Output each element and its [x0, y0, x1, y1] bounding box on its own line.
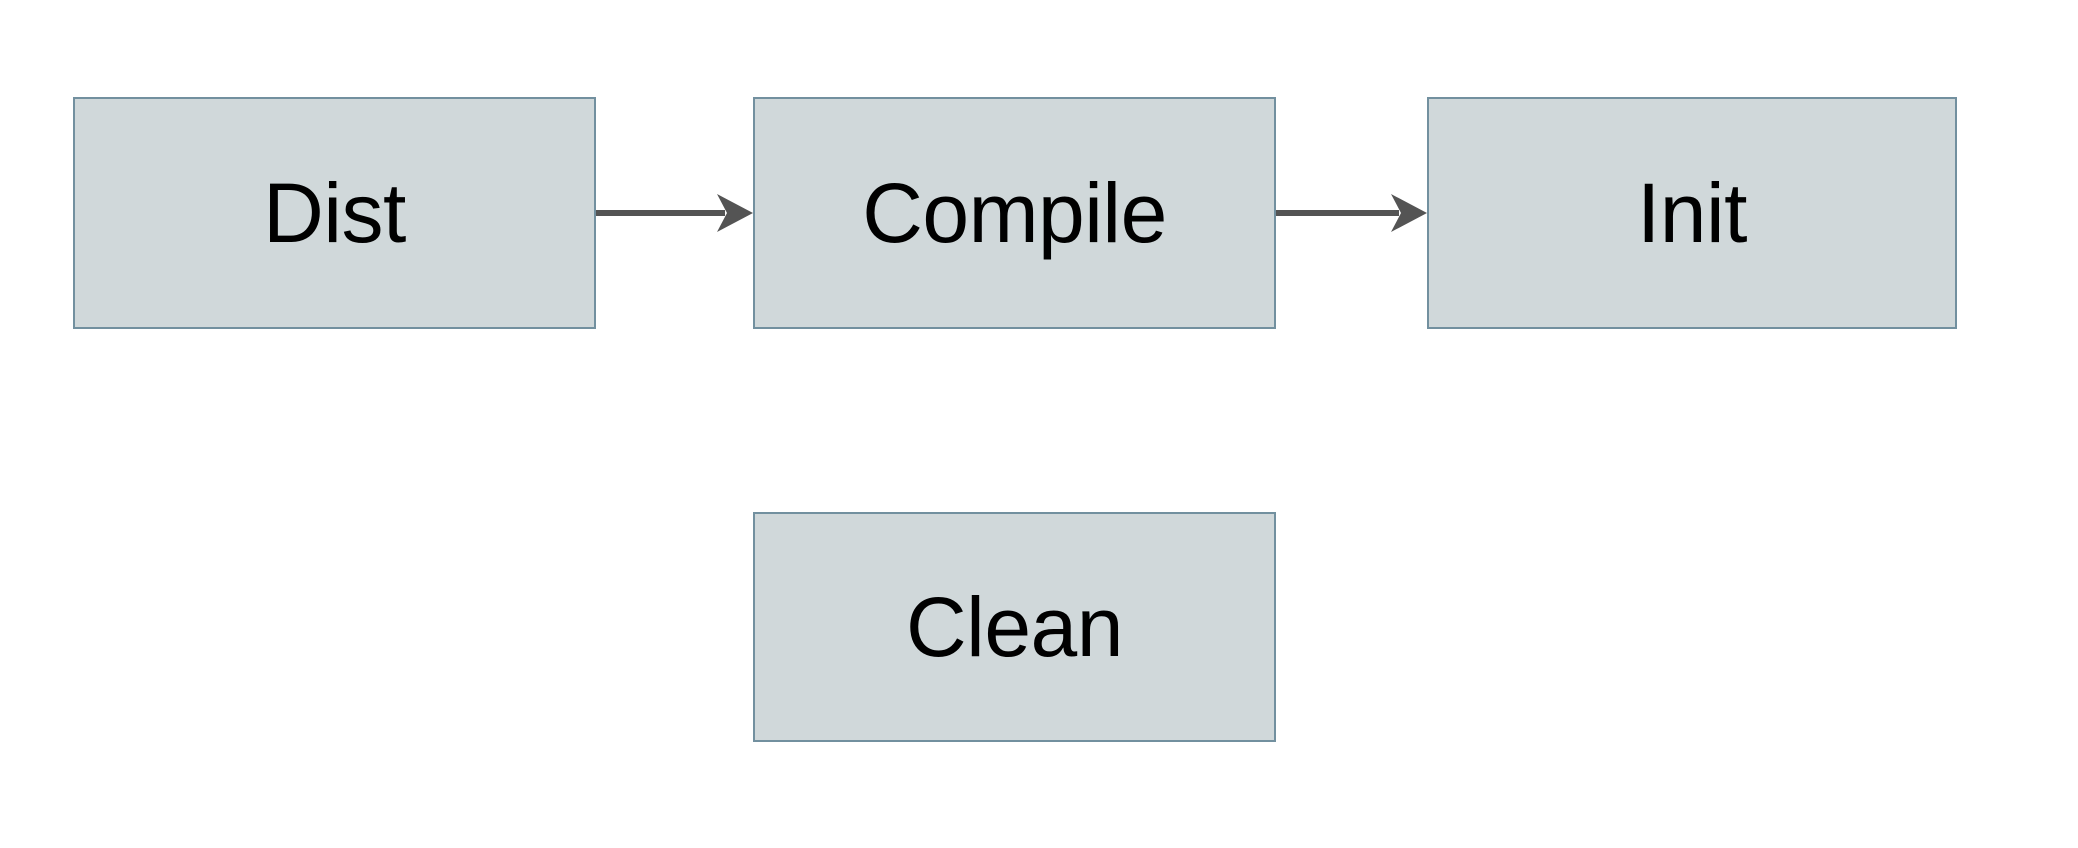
node-label-dist: Dist: [263, 166, 406, 260]
node-label-clean: Clean: [906, 580, 1123, 674]
edge-dist-to-compile[interactable]: [596, 194, 753, 232]
edge-arrowhead-icon-dist-to-compile: [717, 194, 753, 232]
node-compile[interactable]: Compile: [753, 97, 1276, 329]
node-label-init: Init: [1636, 166, 1748, 260]
node-clean[interactable]: Clean: [753, 512, 1276, 742]
edge-compile-to-init[interactable]: [1276, 194, 1427, 232]
node-dist[interactable]: Dist: [73, 97, 596, 329]
node-label-compile: Compile: [862, 166, 1167, 260]
edges-group: [596, 194, 1427, 232]
edge-arrowhead-icon-compile-to-init: [1391, 194, 1427, 232]
node-init[interactable]: Init: [1427, 97, 1957, 329]
